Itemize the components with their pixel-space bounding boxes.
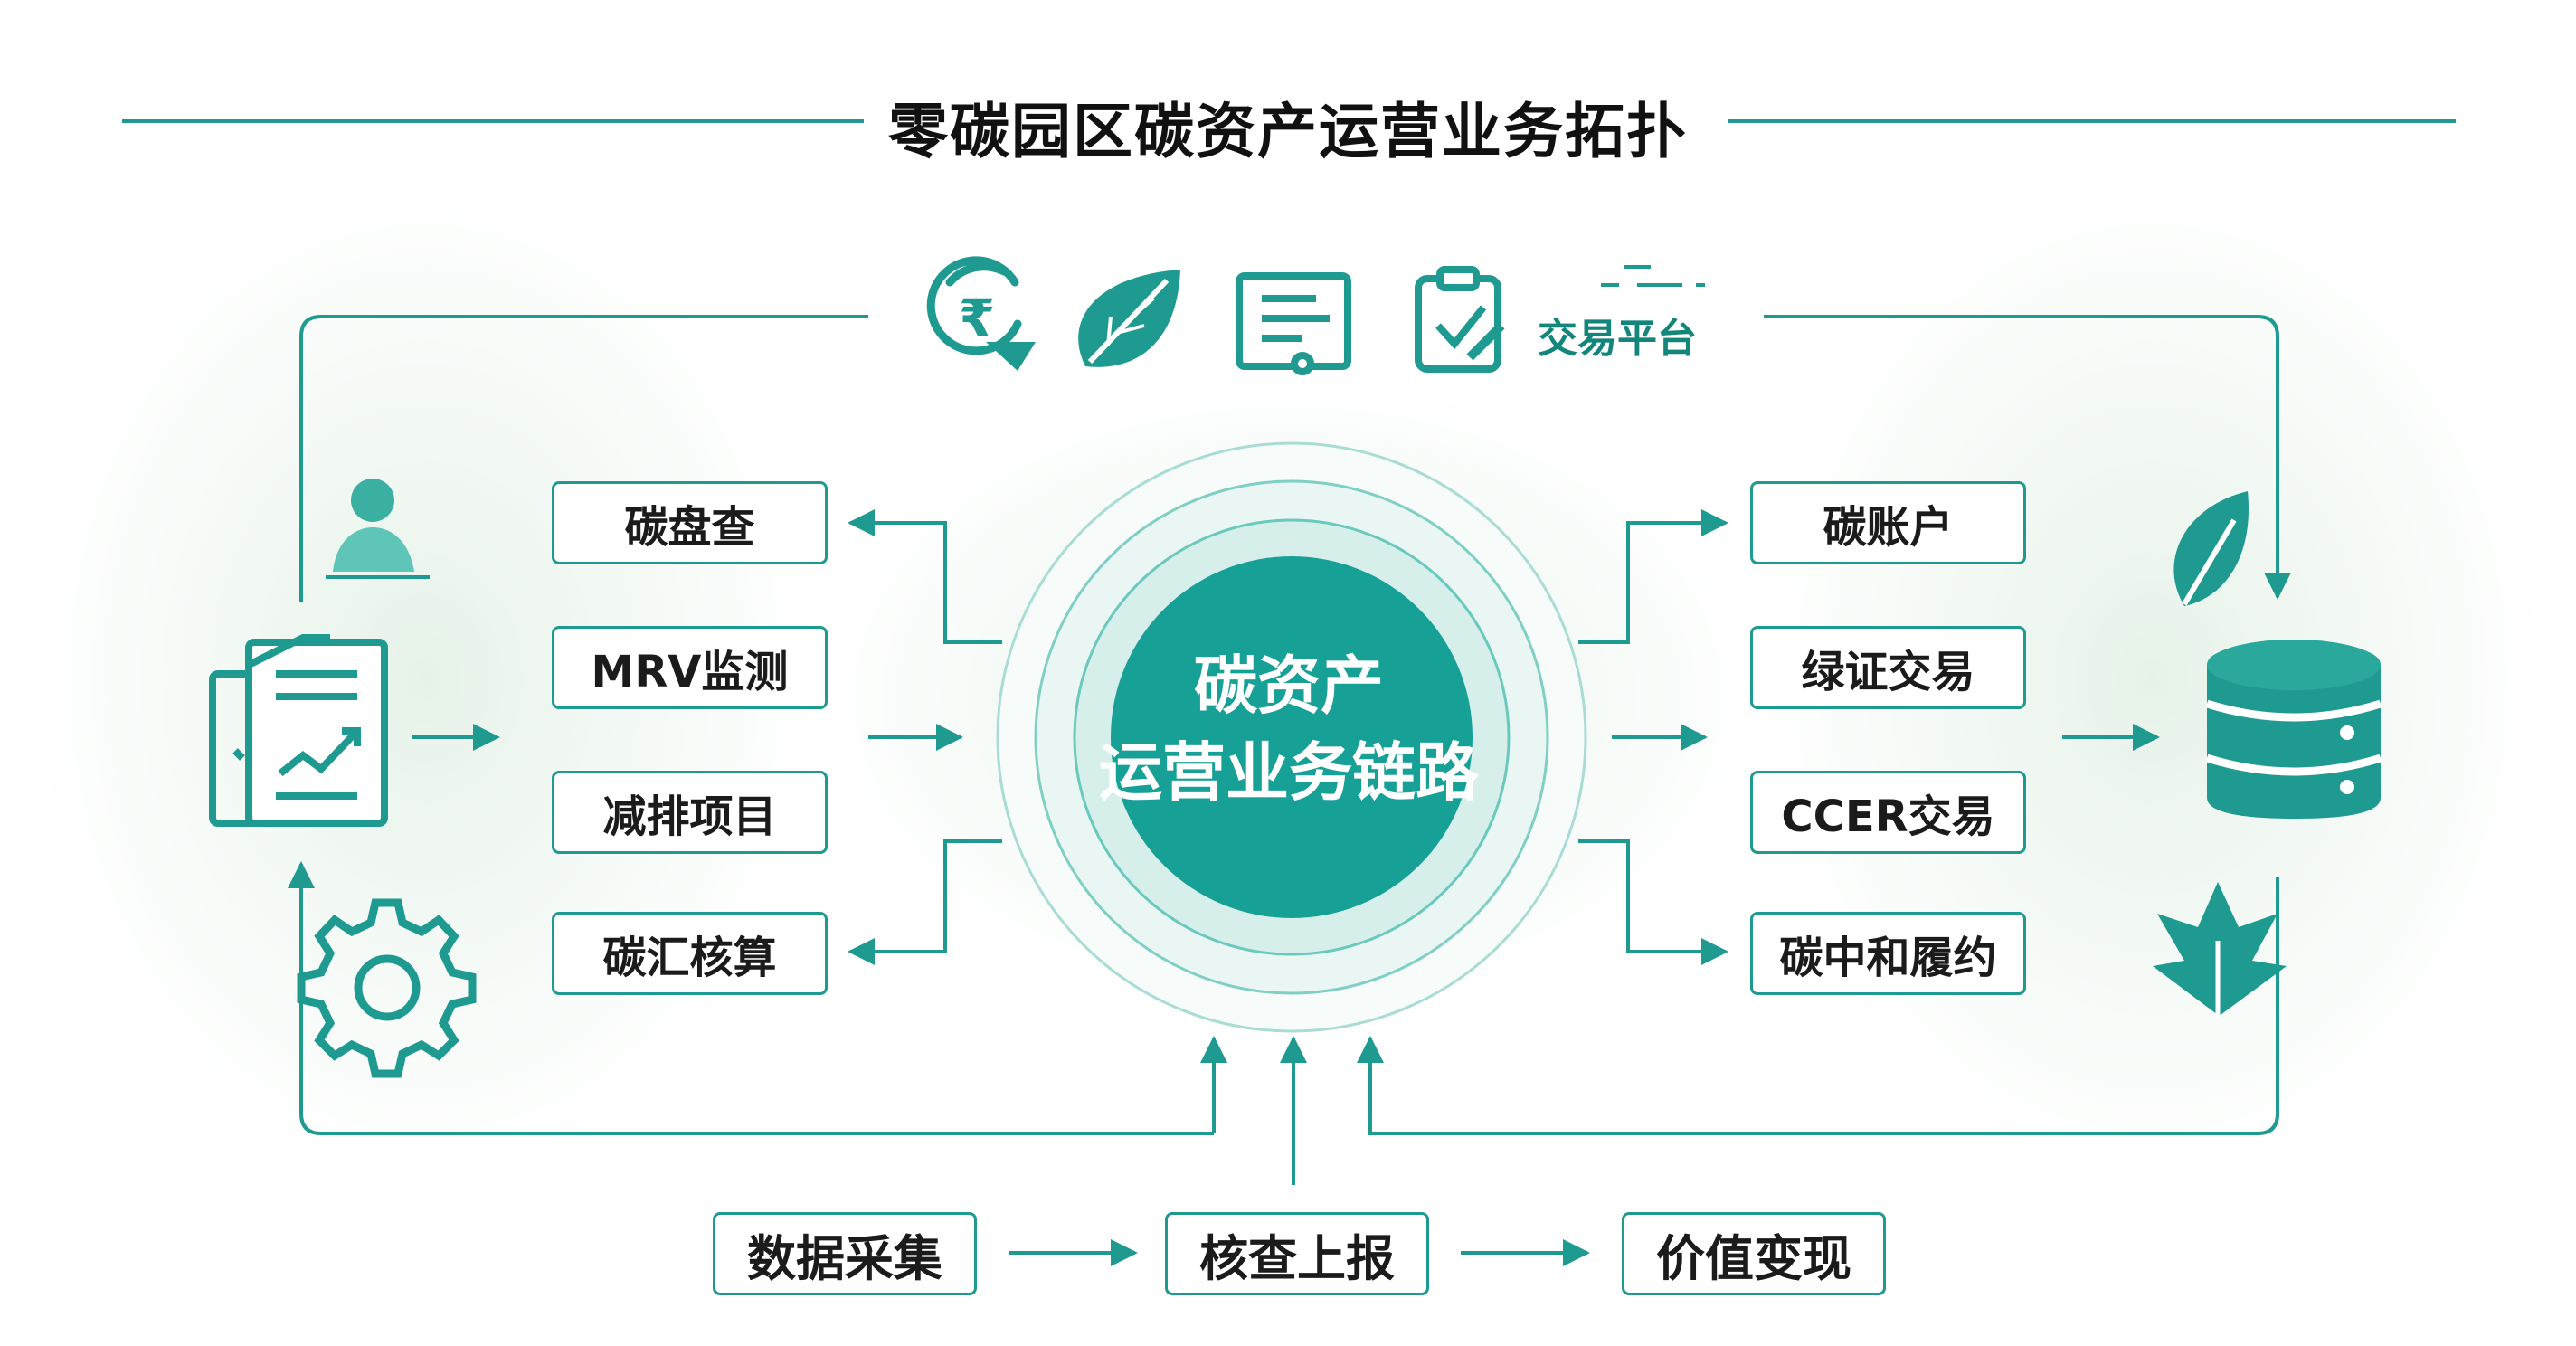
center-core: [1111, 556, 1473, 918]
leaf-icon: [1078, 270, 1180, 367]
leaf-icon-right: [2174, 491, 2249, 606]
flow-value-realization[interactable]: 价值变现: [1622, 1212, 1886, 1295]
center-title-line2: 运营业务链路: [1099, 735, 1479, 810]
arrow-center-to-carbon-sink: [848, 839, 1002, 965]
arrow-center-to-neutrality: [1578, 839, 1728, 965]
document-icon: [1236, 272, 1351, 375]
module-emission-reduction[interactable]: 减排项目: [552, 771, 828, 854]
module-mrv-monitoring[interactable]: MRV监测: [552, 626, 828, 709]
page-title: 零碳园区碳资产运营业务拓扑: [888, 97, 1688, 166]
module-carbon-sink[interactable]: 碳汇核算: [552, 912, 828, 995]
arrow-center-to-carbon-account: [1578, 509, 1728, 644]
gear-icon: [297, 898, 477, 1078]
document-chart-icon: [209, 634, 388, 827]
platform-dashes: [1601, 265, 1705, 287]
top-loop-right: [1764, 315, 2291, 600]
bottom-loop-right: [1357, 877, 2279, 1135]
center-title-line1: 碳资产: [1194, 649, 1384, 723]
module-green-certificate[interactable]: 绿证交易: [1750, 626, 2026, 709]
svg-text:₹: ₹: [959, 288, 995, 349]
arrow-center-to-carbon-audit: [848, 509, 1002, 644]
center-title: 碳资产 运营业务链路: [1040, 642, 1538, 816]
clipboard-check-icon: [1415, 266, 1505, 373]
trading-platform-label: 交易平台: [1538, 316, 1697, 362]
user-icon: [326, 479, 430, 579]
database-icon: [2205, 640, 2382, 819]
currency-cycle-icon: ₹: [926, 256, 1036, 371]
bottom-loop-left: [288, 861, 1214, 1135]
maple-leaf-icon: [2153, 882, 2287, 1018]
module-ccer-trading[interactable]: CCER交易: [1750, 771, 2026, 854]
module-carbon-neutrality[interactable]: 碳中和履约: [1750, 912, 2026, 995]
module-carbon-account[interactable]: 碳账户: [1750, 481, 2026, 564]
top-loop-left: [299, 315, 868, 602]
module-carbon-audit[interactable]: 碳盘查: [552, 481, 828, 564]
flow-data-collection[interactable]: 数据采集: [713, 1212, 977, 1295]
flow-verification-report[interactable]: 核查上报: [1165, 1212, 1429, 1295]
